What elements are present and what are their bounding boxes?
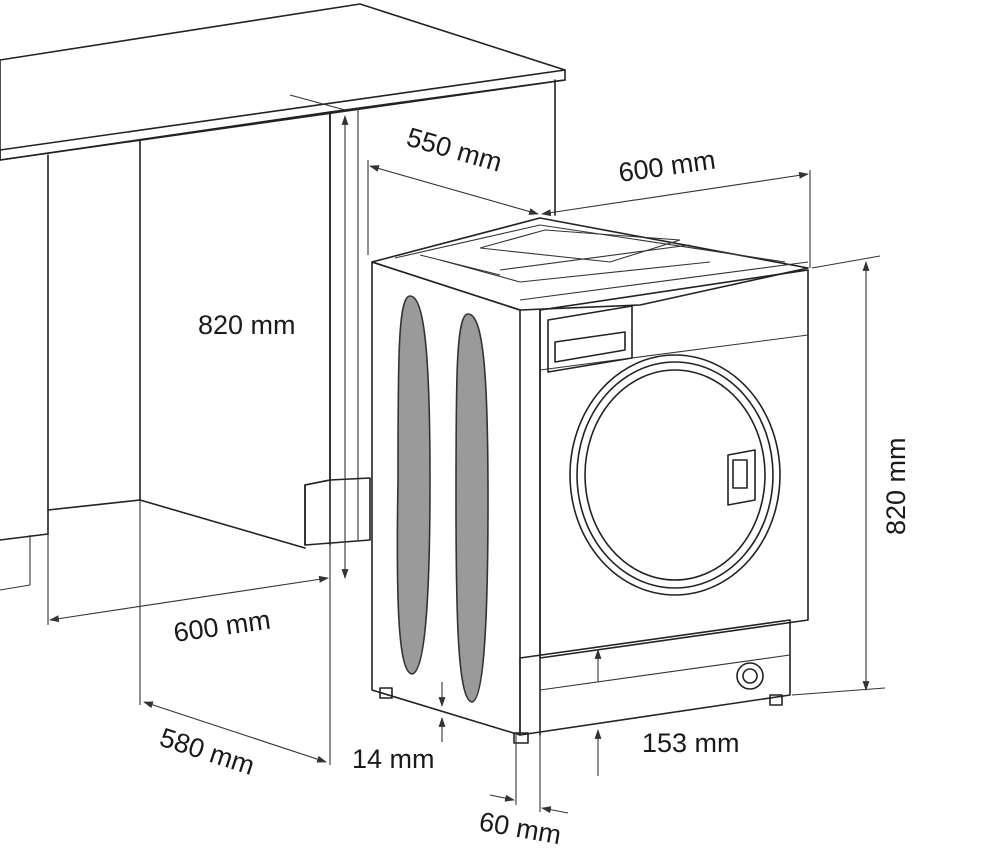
label-machine-width: 600 mm xyxy=(617,145,718,188)
foot xyxy=(379,687,393,699)
door-glass xyxy=(584,369,766,581)
foot xyxy=(513,732,529,744)
label-machine-depth: 550 mm xyxy=(403,122,505,178)
dimension-lines xyxy=(49,94,886,814)
label-cabinet-width: 600 mm xyxy=(172,605,273,648)
machine-side xyxy=(371,261,521,736)
washing-machine xyxy=(371,217,809,744)
side-grip-left xyxy=(396,295,431,675)
drain-filter xyxy=(736,662,764,690)
machine-plinth xyxy=(519,619,791,736)
machine-top xyxy=(371,217,809,311)
detergent-drawer xyxy=(547,305,633,373)
label-cabinet-height: 820 mm xyxy=(198,310,296,340)
machine-front xyxy=(539,269,809,659)
kitchen-cabinet xyxy=(0,3,566,765)
label-plinth-height: 153 mm xyxy=(642,728,740,758)
label-cabinet-depth: 580 mm xyxy=(156,722,258,781)
label-foot-height: 14 mm xyxy=(352,744,435,774)
side-grip-right xyxy=(455,313,489,703)
label-foot-setback: 60 mm xyxy=(477,806,563,850)
door-outer xyxy=(569,354,781,596)
door-handle xyxy=(727,449,756,506)
foot xyxy=(769,694,783,706)
label-machine-height: 820 mm xyxy=(881,437,911,535)
